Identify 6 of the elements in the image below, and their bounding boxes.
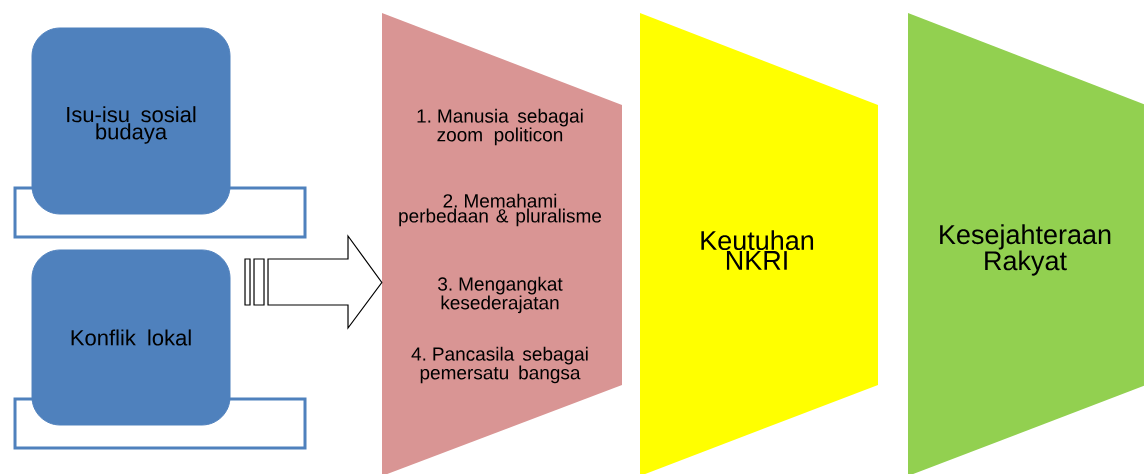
block-arrow [244, 234, 383, 330]
trapezoid-panel: 1. Manusia sebagai zoom politicon 2. Memahami perbedaan & pluralisme 3. Mengangkat kesederajatan 4. Pancasila sebagai pemersatu bangsa [382, 13, 622, 474]
trapezoid-panel: Kesejahteraan Rakyat [908, 13, 1144, 474]
rounded-box: Konflik lokal [31, 249, 231, 426]
rounded-box: Isu-isu sosial budaya [31, 27, 231, 215]
trapezoid-panel: Keutuhan NKRI [640, 13, 878, 474]
